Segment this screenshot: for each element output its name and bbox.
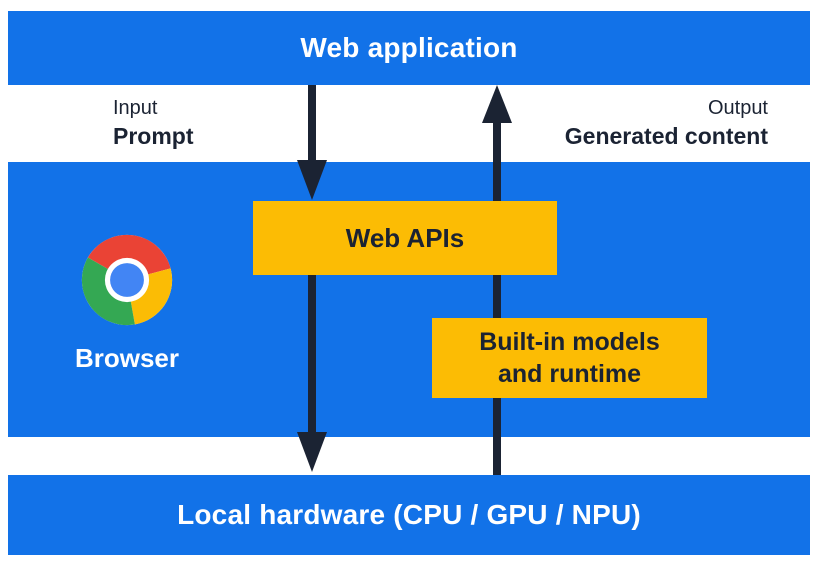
builtin-models-label-line2: and runtime <box>497 360 642 388</box>
browser-label: Browser <box>74 343 180 373</box>
builtin-models-box: Built-in models and runtime <box>432 318 707 398</box>
output-title: Output <box>707 97 768 119</box>
output-labels: Output Generated content <box>565 97 768 150</box>
local-hardware-label: Local hardware (CPU / GPU / NPU) <box>177 499 641 530</box>
builtin-models-label-line1: Built-in models <box>479 328 660 356</box>
generated-content-label: Generated content <box>564 122 768 149</box>
arrow-down-icon <box>297 432 327 472</box>
web-application-label: Web application <box>300 32 518 63</box>
arrow-up-icon <box>482 85 512 123</box>
input-labels: Input Prompt <box>113 97 194 150</box>
generated-up-arrow-line <box>493 118 501 475</box>
web-application-bar: Web application <box>8 11 810 85</box>
local-hardware-bar: Local hardware (CPU / GPU / NPU) <box>8 475 810 555</box>
input-title: Input <box>113 97 158 119</box>
web-apis-box: Web APIs <box>253 201 557 275</box>
arrow-down-icon <box>297 160 327 200</box>
chrome-icon <box>81 234 173 326</box>
web-apis-label: Web APIs <box>345 222 465 253</box>
prompt-down-arrow-line-lower <box>308 274 316 439</box>
prompt-down-arrow-line-upper <box>308 85 316 167</box>
prompt-label: Prompt <box>113 122 194 149</box>
